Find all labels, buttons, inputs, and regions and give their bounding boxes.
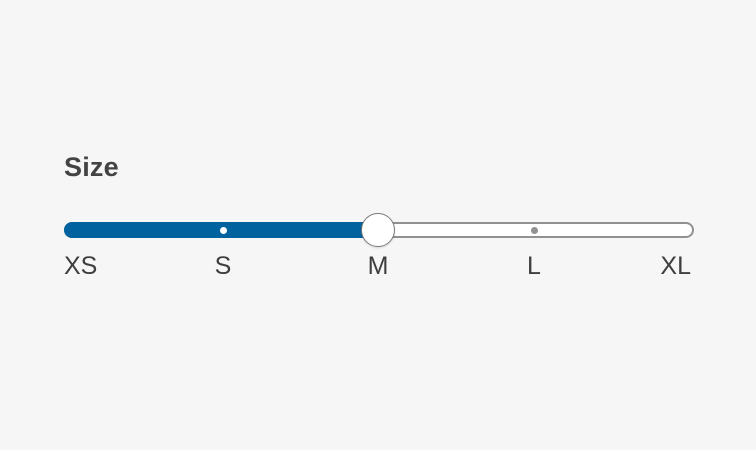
stop-label-m[interactable]: M bbox=[367, 252, 389, 280]
stop-label-xs[interactable]: XS bbox=[64, 252, 98, 280]
slider-tick-l bbox=[530, 226, 538, 234]
stop-label-l[interactable]: L bbox=[527, 252, 541, 280]
stop-label-s[interactable]: S bbox=[214, 252, 232, 280]
slider-handle[interactable] bbox=[361, 213, 395, 247]
stop-label-xl[interactable]: XL bbox=[660, 252, 691, 280]
slider-label: Size bbox=[64, 152, 119, 182]
slider-tick-s bbox=[219, 226, 227, 234]
